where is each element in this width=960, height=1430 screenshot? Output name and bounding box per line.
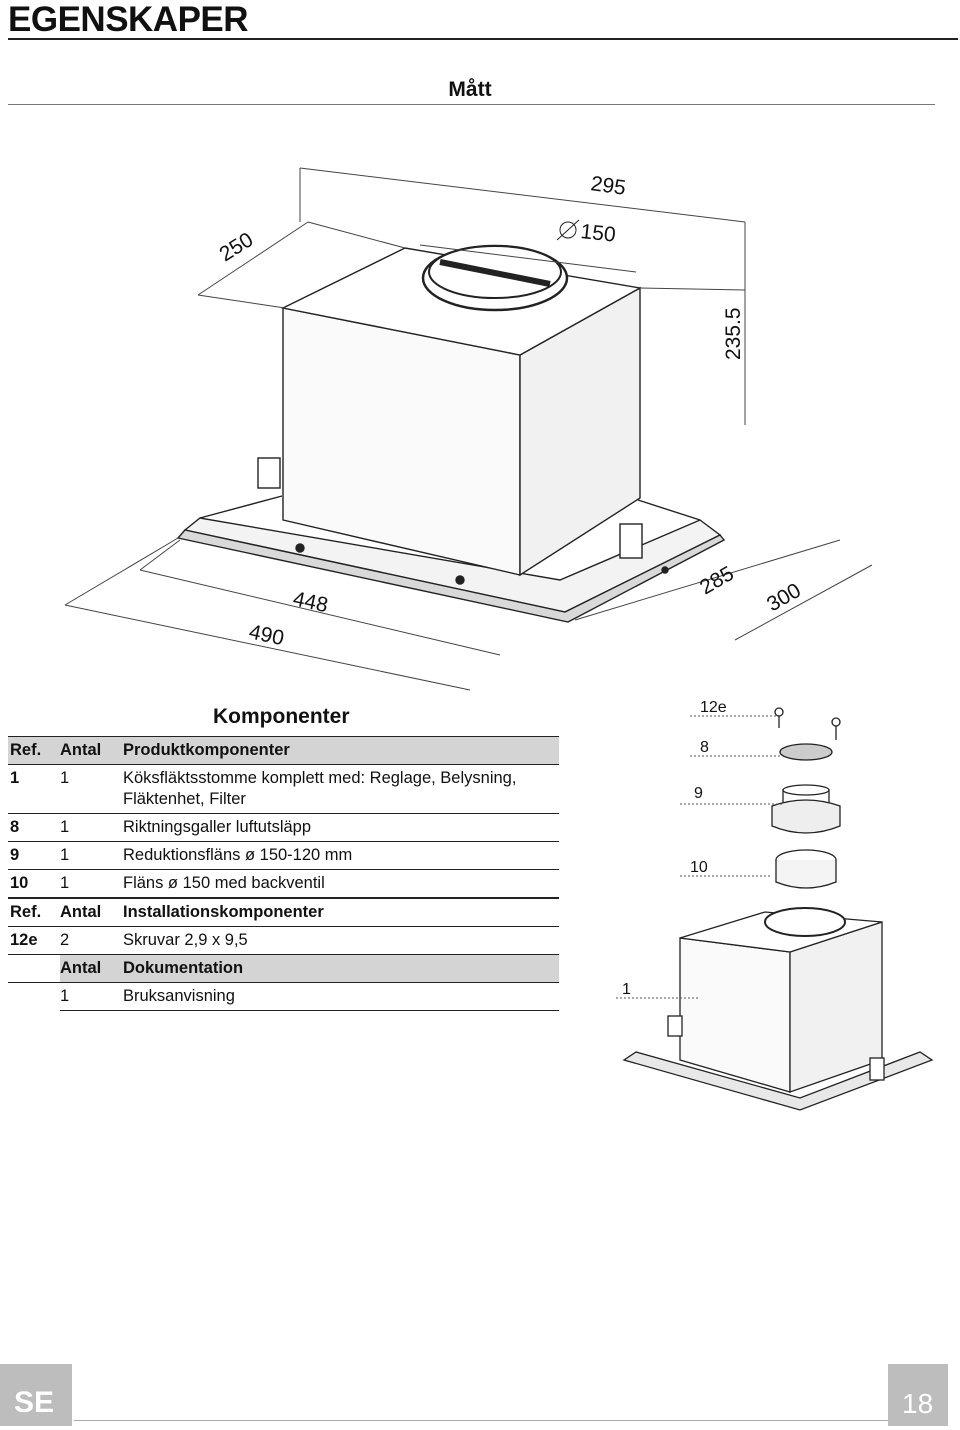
table-header-documentation: Antal Dokumentation — [8, 954, 559, 983]
label-flange: 10 — [690, 859, 708, 876]
table-header-product: Ref. Antal Produktkomponenter — [8, 736, 559, 765]
language-tab: SE — [0, 1364, 72, 1426]
row-desc-continued: Fläktenhet, Filter — [123, 790, 246, 808]
table-row: 8 1 Riktningsgaller luftutsläpp — [8, 813, 559, 842]
dim-outer-depth: 300 — [763, 579, 805, 616]
components-title: Komponenter — [213, 705, 350, 728]
label-hood-body: 1 — [622, 981, 631, 998]
dim-top-width: 295 — [589, 172, 627, 200]
page-number-tab: 18 — [888, 1364, 948, 1426]
dim-duct-diameter: 150 — [579, 220, 616, 247]
table-header-installation: Ref. Antal Installationskomponenter — [8, 897, 559, 927]
components-table: Ref. Antal Produktkomponenter 1 1 Köksfl… — [8, 736, 559, 1011]
table-row: 1 1 Köksfläktsstomme komplett med: Regla… — [8, 764, 559, 814]
row-desc: Köksfläktsstomme komplett med: Reglage, … — [123, 769, 517, 787]
section-rule — [8, 104, 935, 105]
dim-top-depth: 250 — [215, 228, 257, 266]
section-title-dimensions: Mått — [448, 78, 492, 101]
language-code: SE — [14, 1386, 55, 1419]
hood-dimension-drawing: 295 150 250 235.5 448 490 285 300 — [64, 167, 873, 691]
dim-inner-depth: 285 — [696, 562, 738, 599]
title-rule — [8, 38, 958, 40]
table-row: 12e 2 Skruvar 2,9 x 9,5 — [8, 926, 559, 955]
table-row: 1 Bruksanvisning — [8, 982, 559, 1011]
label-grille: 8 — [700, 739, 709, 756]
table-row: 9 1 Reduktionsfläns ø 150-120 mm — [8, 841, 559, 870]
dim-inner-width: 448 — [291, 587, 330, 617]
label-reducer: 9 — [694, 785, 703, 802]
dim-height: 235.5 — [722, 307, 745, 360]
label-screws: 12e — [700, 699, 727, 716]
dim-outer-width: 490 — [247, 620, 286, 650]
footer-rule — [74, 1420, 888, 1421]
page-number: 18 — [902, 1388, 934, 1419]
table-row: 10 1 Fläns ø 150 med backventil — [8, 869, 559, 899]
page-title: EGENSKAPER — [8, 0, 249, 39]
